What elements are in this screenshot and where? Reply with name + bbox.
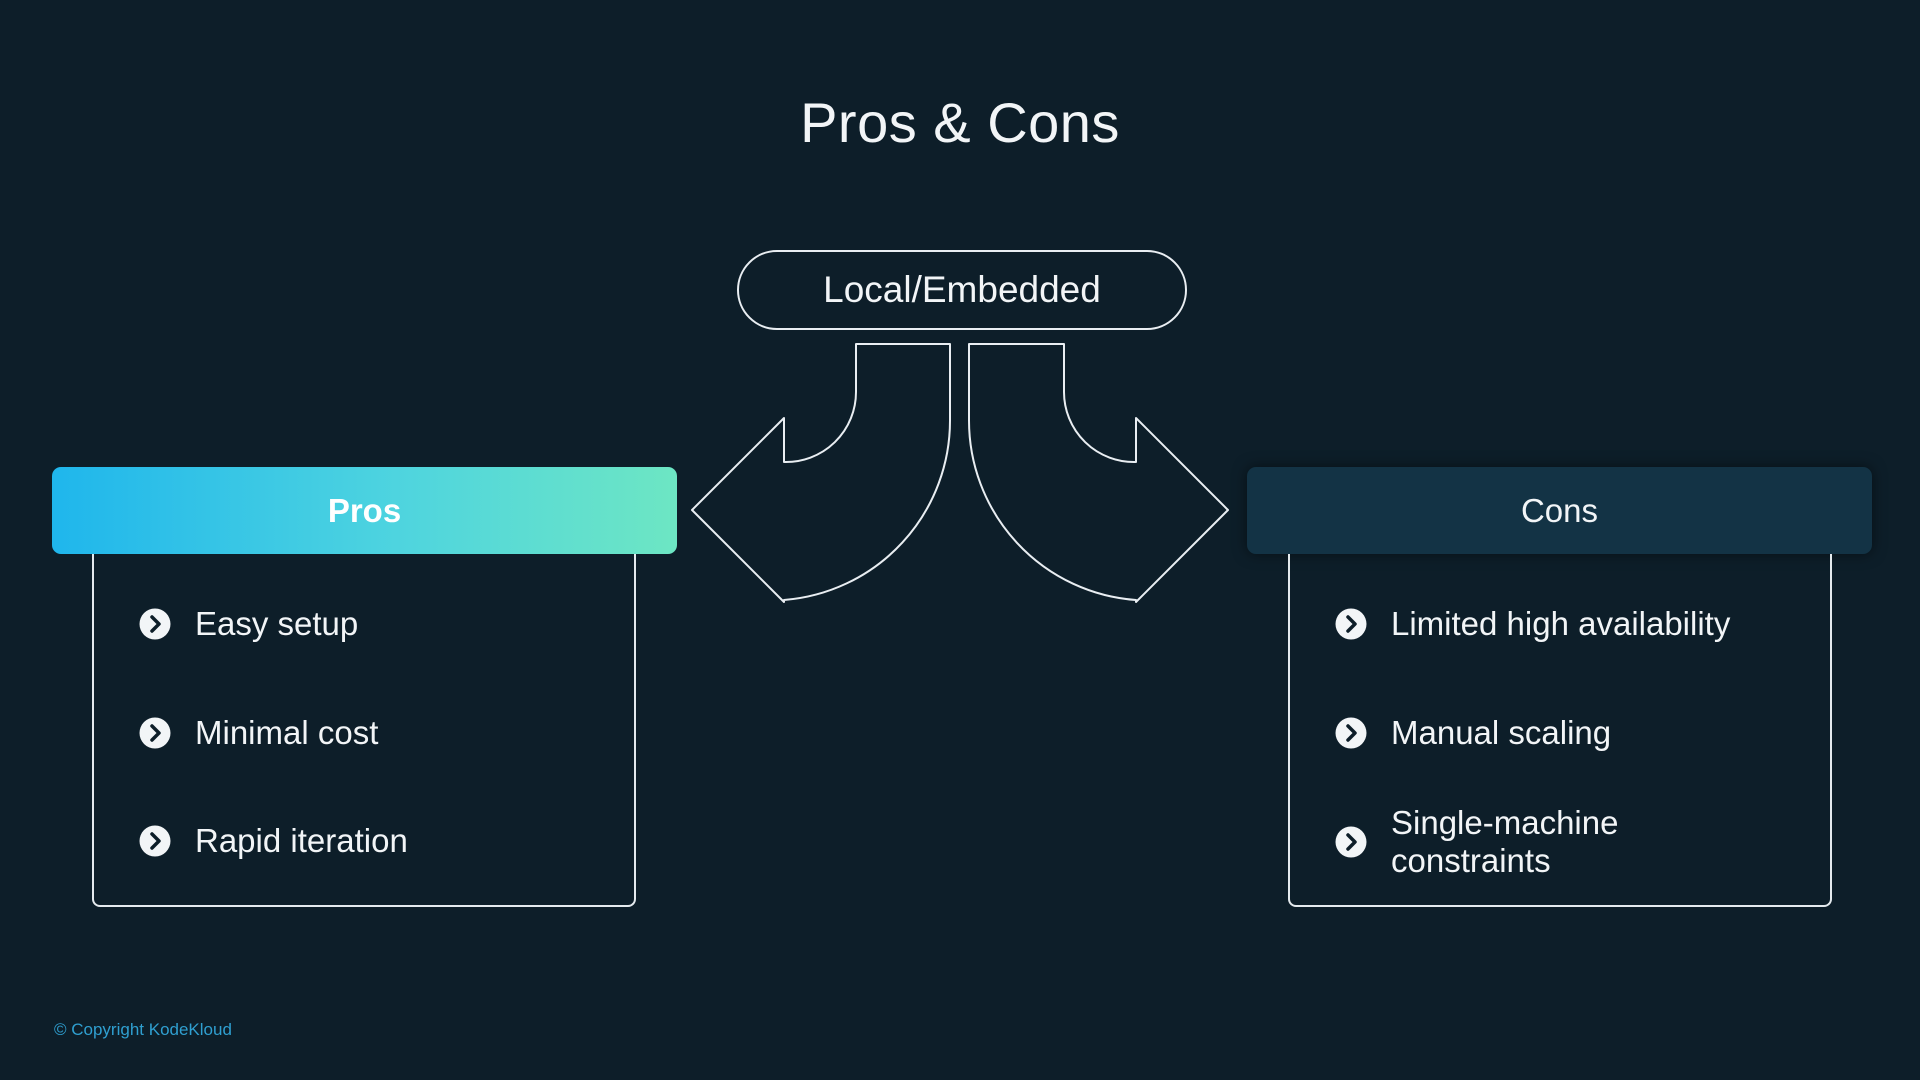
curved-arrow-right-icon bbox=[967, 343, 1229, 603]
cons-header: Cons bbox=[1247, 467, 1872, 554]
page-title: Pros & Cons bbox=[800, 91, 1120, 154]
cons-item-label: Limited high availability bbox=[1391, 605, 1731, 642]
list-item: Manual scaling bbox=[1335, 703, 1811, 763]
cons-title: Cons bbox=[1520, 491, 1599, 529]
cons-list: Limited high availability Manual scaling… bbox=[1288, 554, 1832, 907]
pros-item-label: Rapid iteration bbox=[195, 822, 408, 859]
list-item: Easy setup bbox=[139, 594, 358, 654]
copyright-footer: © Copyright KodeKloud bbox=[54, 1020, 232, 1039]
root-node: Local/Embedded bbox=[737, 250, 1187, 330]
cons-item-label: Single-machine constraints bbox=[1391, 804, 1619, 879]
chevron-right-circle-icon bbox=[139, 608, 171, 640]
list-item: Single-machine constraints bbox=[1335, 795, 1651, 889]
chevron-right-circle-icon bbox=[1335, 717, 1367, 749]
root-node-label: Local/Embedded bbox=[823, 269, 1101, 310]
pros-header: Pros bbox=[52, 467, 677, 554]
chevron-right-circle-icon bbox=[1335, 826, 1367, 858]
list-item: Limited high availability bbox=[1335, 594, 1811, 654]
list-item: Minimal cost bbox=[139, 703, 378, 763]
chevron-right-circle-icon bbox=[1335, 608, 1367, 640]
pros-item-label: Easy setup bbox=[195, 605, 359, 642]
list-item: Rapid iteration bbox=[139, 811, 408, 871]
chevron-right-circle-icon bbox=[139, 825, 171, 857]
pros-title: Pros bbox=[327, 491, 402, 529]
pros-item-label: Minimal cost bbox=[195, 714, 379, 751]
pros-list: Easy setup Minimal cost Rapid iteration bbox=[92, 554, 636, 907]
chevron-right-circle-icon bbox=[139, 717, 171, 749]
cons-item-label: Manual scaling bbox=[1391, 714, 1612, 751]
curved-arrow-left-icon bbox=[691, 343, 952, 603]
